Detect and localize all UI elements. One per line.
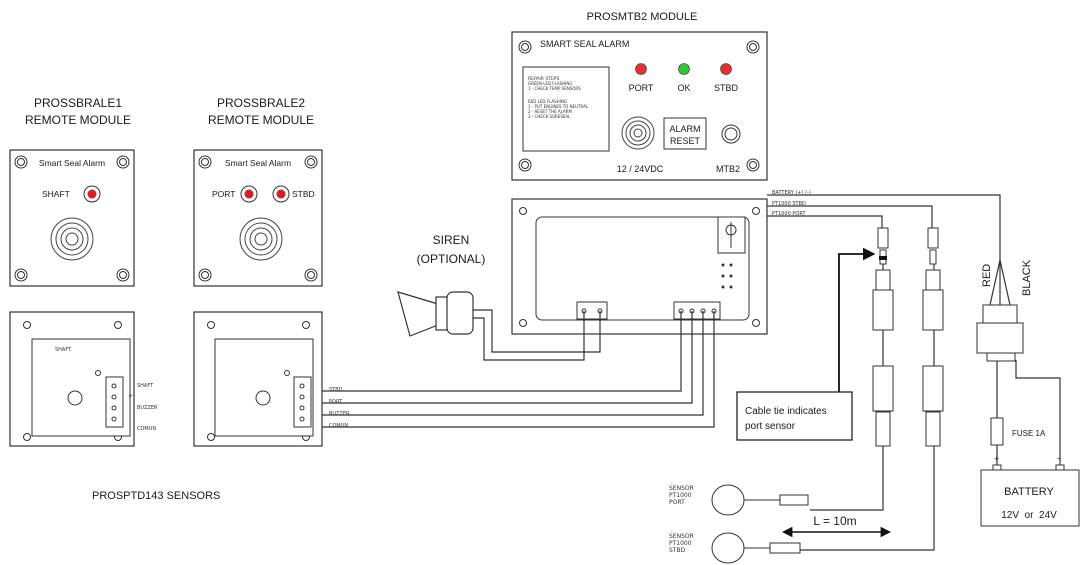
sensor-stbd-label-1: SENSOR: [669, 533, 694, 540]
terminal-label-port: PT1000 PORT: [772, 211, 806, 217]
remote1-title-2: REMOTE MODULE: [25, 113, 131, 127]
sensor-port-label-2: PT1000: [669, 492, 692, 499]
remote1-title-1: PROSSBRALE1: [34, 96, 122, 110]
cable-tie: [879, 256, 887, 260]
cable-tie-note: [736, 391, 853, 441]
repair-step-line: 1 - PUT ENGINES TO NEUTRAL: [528, 104, 589, 109]
main-module-title: PROSMTB2 MODULE: [587, 11, 698, 23]
board1-pin-label: BUZZER: [137, 405, 158, 411]
sensor-stbd-label-2: PT1000: [669, 540, 692, 547]
remote2-title-1: PROSSBRALE2: [217, 96, 305, 110]
battery-minus: -: [1057, 453, 1060, 463]
sensor-port-label-3: PORT: [669, 499, 685, 506]
sensor-probe-port: [711, 484, 809, 516]
wire-label-red: RED: [981, 264, 993, 287]
remote2-stbd-label: STBD: [292, 189, 315, 199]
siren-icon: [397, 291, 474, 337]
fuse: [990, 417, 1004, 446]
wires: [322, 194, 1061, 551]
battery: [980, 464, 1080, 527]
remote2-stbd-button[interactable]: [272, 185, 290, 203]
board2-pin-label: STBD: [329, 387, 343, 393]
board2-panel: [193, 311, 323, 447]
battery-plus: +: [994, 454, 999, 464]
repair-step-line: GREEN LED FLASHING: [528, 81, 572, 86]
board1-header-label: SHAFT: [55, 347, 72, 353]
siren-label-2: (OPTIONAL): [417, 252, 486, 266]
remote1-buzzer-icon: [50, 217, 94, 261]
terminal-label-stbd: PT1000 STBD: [772, 201, 806, 207]
board1-pin-label: SHAFT: [137, 383, 154, 389]
sensor-connector-stbd: [922, 227, 944, 447]
cable-length-label: L = 10m: [813, 514, 856, 528]
sensor-connector-port: [872, 227, 894, 447]
remote2-port-label: PORT: [212, 189, 235, 199]
remote1-shaft-button[interactable]: [83, 185, 101, 203]
voltage-label: 12 / 24VDC: [617, 164, 664, 174]
cable-tie-arrow: [838, 247, 876, 392]
board2-pin-label: BUZZER: [329, 411, 350, 417]
remote1-panel-title: Smart Seal Alarm: [39, 158, 105, 168]
led-ok: [678, 63, 690, 75]
led-port-label: PORT: [629, 83, 654, 93]
repair-step-line: 3 - CHECK SURESEAL: [528, 114, 571, 119]
sensor-stbd-label-3: STBD: [669, 547, 686, 554]
repair-steps-box: [522, 66, 610, 152]
board1-pin-label: COMUN: [137, 426, 156, 432]
led-port: [635, 63, 647, 75]
repair-step-line: 2 - RESET THE ALARM: [528, 109, 572, 114]
model-label: MTB2: [716, 164, 740, 174]
sensor-port-label-1: SENSOR: [669, 485, 694, 492]
board2-pin-label: COMUN: [329, 423, 348, 429]
repair-step-line: RED LED FLASHING: [528, 99, 567, 104]
board2-pin-label: PORT: [329, 399, 343, 405]
led-stbd: [720, 63, 732, 75]
main-panel-title: SMART SEAL ALARM: [540, 39, 629, 49]
remote1-shaft-label: SHAFT: [42, 189, 70, 199]
remote2-panel-title: Smart Seal Alarm: [225, 158, 291, 168]
remote2-buzzer-icon: [239, 217, 283, 261]
repair-step-line: REPAIR STEPS: [528, 76, 560, 82]
led-stbd-label: STBD: [714, 83, 739, 93]
terminal-label-battery: BATTERY (+) (-): [772, 190, 811, 196]
battery-label: BATTERY: [1004, 486, 1054, 498]
alarm-reset-label-1: ALARM: [669, 124, 700, 134]
remote2-port-button[interactable]: [240, 185, 258, 203]
sensors-caption: PROSPTD143 SENSORS: [92, 490, 220, 502]
board1-panel: [9, 311, 135, 447]
sensor-probe-stbd: [711, 532, 801, 564]
led-ok-label: OK: [677, 83, 690, 93]
fuse-label: FUSE 1A: [1012, 429, 1046, 438]
wire-label-black: BLACK: [1021, 259, 1033, 296]
repair-step-line: 1 - CHECK TEMP SENSORS: [528, 86, 581, 91]
battery-voltage: 12V or 24V: [1001, 510, 1057, 521]
alarm-reset-button[interactable]: [663, 117, 707, 150]
cable-tie-note-1: Cable tie indicates: [745, 406, 827, 417]
battery-connector: [976, 304, 1024, 362]
board1-pin-label: +: [128, 393, 133, 400]
remote2-title-2: REMOTE MODULE: [208, 113, 314, 127]
alarm-reset-label-2: RESET: [670, 136, 701, 146]
cable-tie-note-2: port sensor: [745, 421, 796, 432]
main-back-panel: [511, 198, 768, 335]
buzzer-icon: [621, 116, 655, 150]
siren-label-1: SIREN: [433, 233, 470, 247]
reset-knob-icon[interactable]: [721, 124, 741, 144]
